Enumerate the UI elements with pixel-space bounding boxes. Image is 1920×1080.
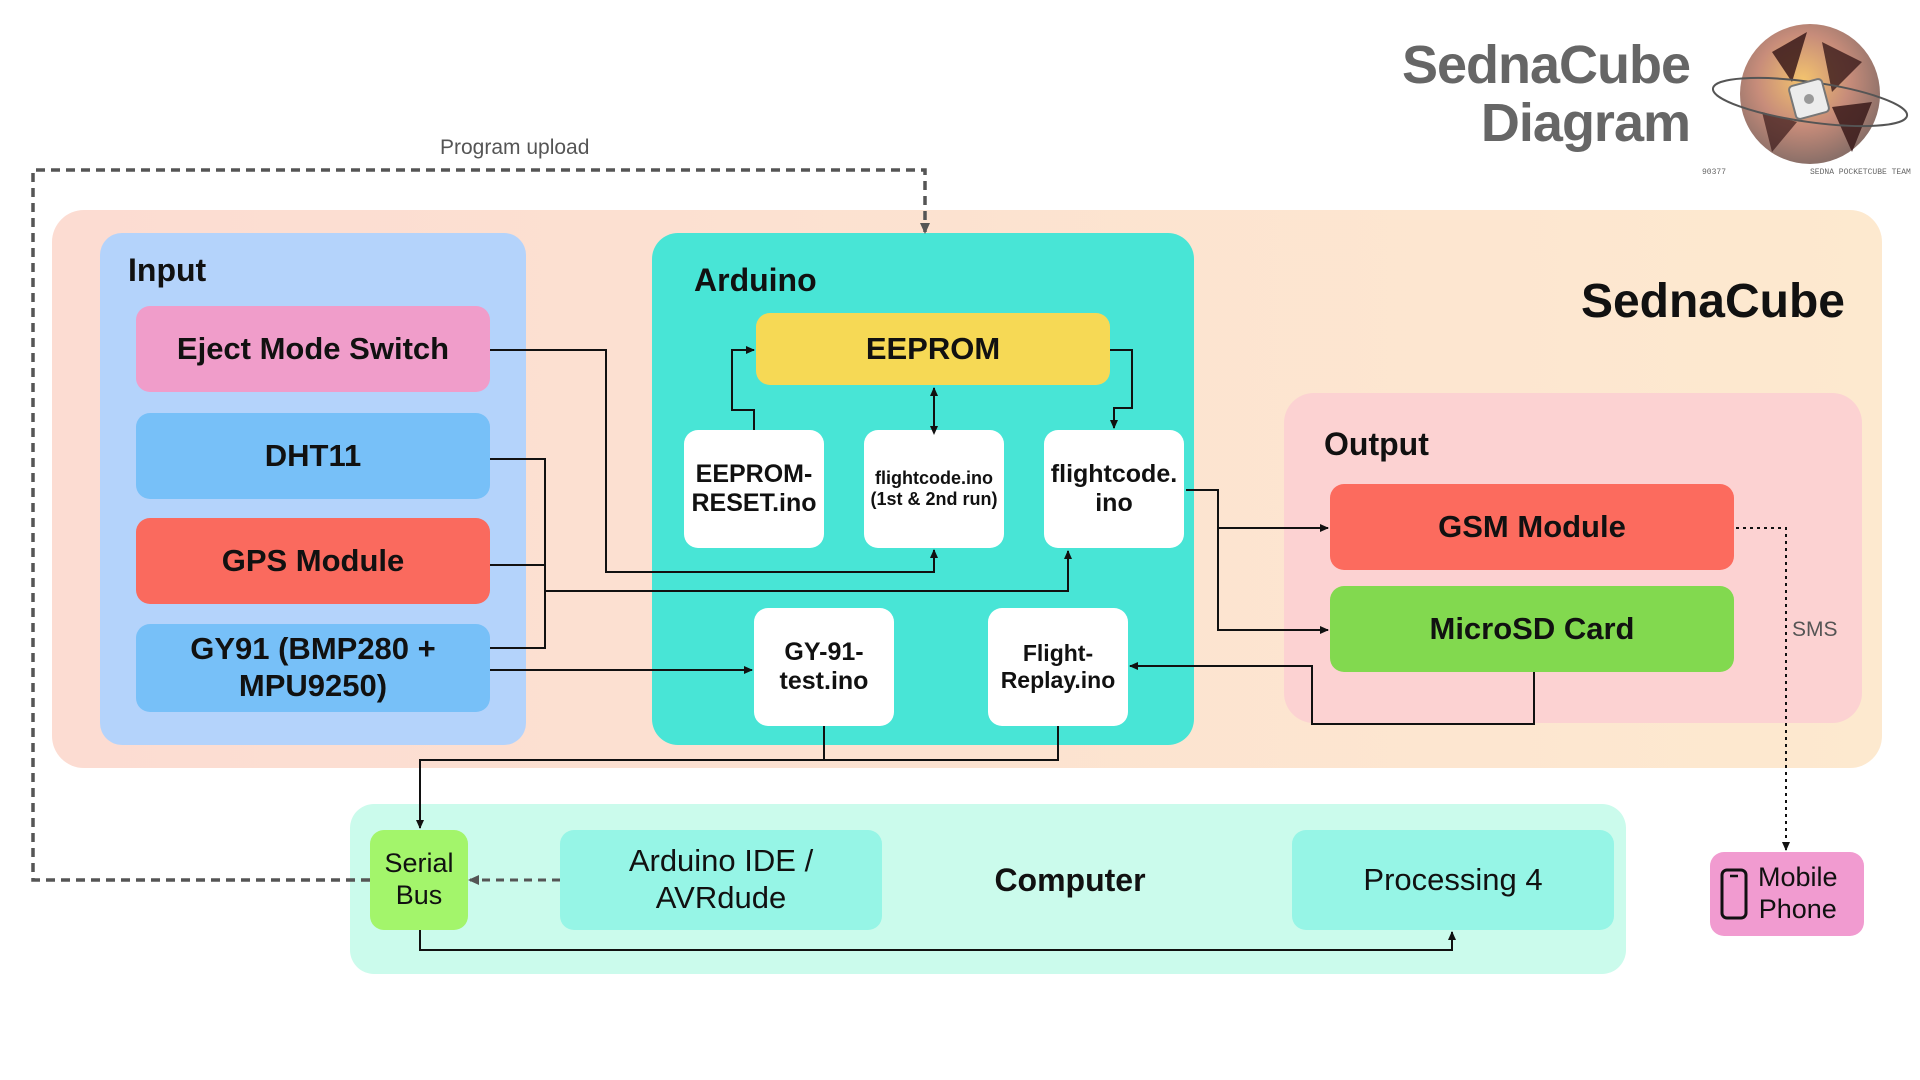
logo-graphic — [1712, 24, 1909, 164]
eeprom-reset-to-eeprom-line — [731, 346, 755, 430]
eject-mode-switch: Eject Mode Switch — [136, 306, 490, 392]
gps-module: GPS Module — [136, 518, 490, 604]
output-title: Output — [1324, 426, 1429, 462]
processing-4: Processing 4 — [1292, 830, 1614, 930]
gy91-test-sketch: GY-91- test.ino — [754, 608, 894, 726]
diagram-title: SednaCube Diagram — [1290, 35, 1691, 153]
title-line-2: Diagram — [1480, 93, 1691, 153]
sensor-bus-line — [490, 458, 546, 649]
eject-to-flightcode-first-line — [490, 349, 938, 573]
sms-label: SMS — [1792, 618, 1838, 641]
program-upload-label: Program upload — [440, 136, 590, 159]
computer-title: Computer — [994, 862, 1146, 898]
mobile-phone: Mobile Phone — [1710, 852, 1864, 936]
serial-to-processing-line — [419, 930, 1456, 951]
eeprom-to-flightcode-line — [1110, 349, 1133, 429]
sketches-to-serial-bus-line — [420, 726, 1059, 828]
microsd-to-flight-replay-line — [1129, 662, 1535, 725]
flightcode-sketch: flightcode. ino — [1044, 430, 1184, 548]
microsd-card: MicroSD Card — [1330, 586, 1734, 672]
gy91-sensor: GY91 (BMP280 + MPU9250) — [136, 624, 490, 712]
dht11-sensor: DHT11 — [136, 413, 490, 499]
sednacube-title: SednaCube — [1580, 275, 1845, 328]
input-title: Input — [128, 252, 207, 288]
logo-caption-left: 90377 — [1702, 168, 1727, 177]
flight-replay-sketch: Flight- Replay.ino — [988, 608, 1128, 726]
arduino-ide-avrdude: Arduino IDE / AVRdude — [560, 830, 882, 930]
flightcode-to-microsd-line — [1217, 528, 1329, 634]
flightcode-first-run-sketch: flightcode.ino (1st & 2nd run) — [864, 430, 1004, 548]
flightcode-to-gsm-line — [1186, 489, 1329, 532]
arduino-title: Arduino — [694, 262, 817, 298]
serial-bus: Serial Bus — [370, 830, 468, 930]
mobile-phone-label: Mobile Phone — [1758, 862, 1838, 924]
eeprom-reset-sketch: EEPROM- RESET.ino — [684, 430, 824, 548]
gsm-to-mobile-line — [1736, 527, 1790, 851]
logo-caption-right: SEDNA POCKETCUBE TEAM — [1810, 168, 1911, 177]
title-line-1: SednaCube — [1401, 35, 1691, 95]
cubesat-mission-patch-logo: 90377 SEDNA POCKETCUBE TEAM — [1702, 12, 1912, 182]
phone-icon — [1720, 868, 1748, 920]
gsm-module: GSM Module — [1330, 484, 1734, 570]
program-upload-line — [31, 168, 930, 882]
sensors-to-flightcode-line — [545, 550, 1072, 592]
eeprom: EEPROM — [756, 313, 1110, 385]
